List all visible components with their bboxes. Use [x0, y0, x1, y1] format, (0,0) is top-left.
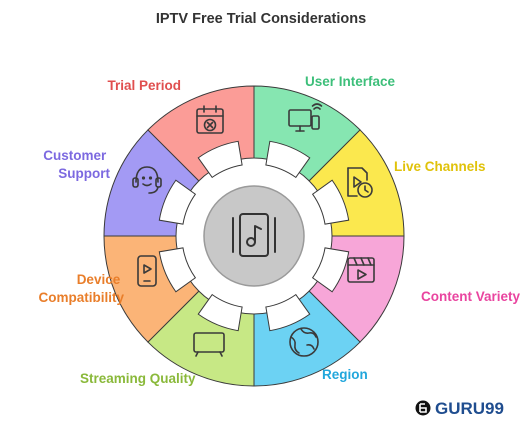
clapperboard-icon	[347, 257, 375, 283]
label-streaming-quality: Streaming Quality	[80, 371, 196, 386]
video-clock-icon	[347, 167, 373, 198]
tv-remote-icon	[288, 103, 323, 132]
label-content-variety: Content Variety	[421, 289, 521, 304]
label-user-interface: User Interface	[305, 74, 396, 89]
monitor-icon	[193, 332, 225, 357]
notch	[197, 293, 243, 332]
guru99-logo: GURU99	[415, 399, 504, 418]
notch	[158, 247, 197, 293]
globe-icon	[289, 327, 319, 357]
label-device-compatibility: Device Compatibility	[38, 272, 124, 305]
headset-icon	[132, 166, 162, 194]
notch	[311, 179, 350, 225]
label-region: Region	[322, 367, 368, 382]
notch	[197, 140, 243, 179]
music-file-icon	[232, 213, 276, 257]
notch	[158, 179, 197, 225]
diagram-title: IPTV Free Trial Considerations	[156, 11, 366, 27]
mobile-play-icon	[137, 255, 157, 287]
label-trial-period: Trial Period	[107, 78, 181, 93]
notch	[311, 247, 350, 293]
brand-name: GURU99	[435, 399, 504, 418]
calendar-x-icon	[196, 105, 224, 134]
notch	[265, 140, 311, 179]
label-live-channels: Live Channels	[394, 159, 486, 174]
notch	[265, 293, 311, 332]
label-customer-support: Customer Support	[43, 148, 110, 181]
